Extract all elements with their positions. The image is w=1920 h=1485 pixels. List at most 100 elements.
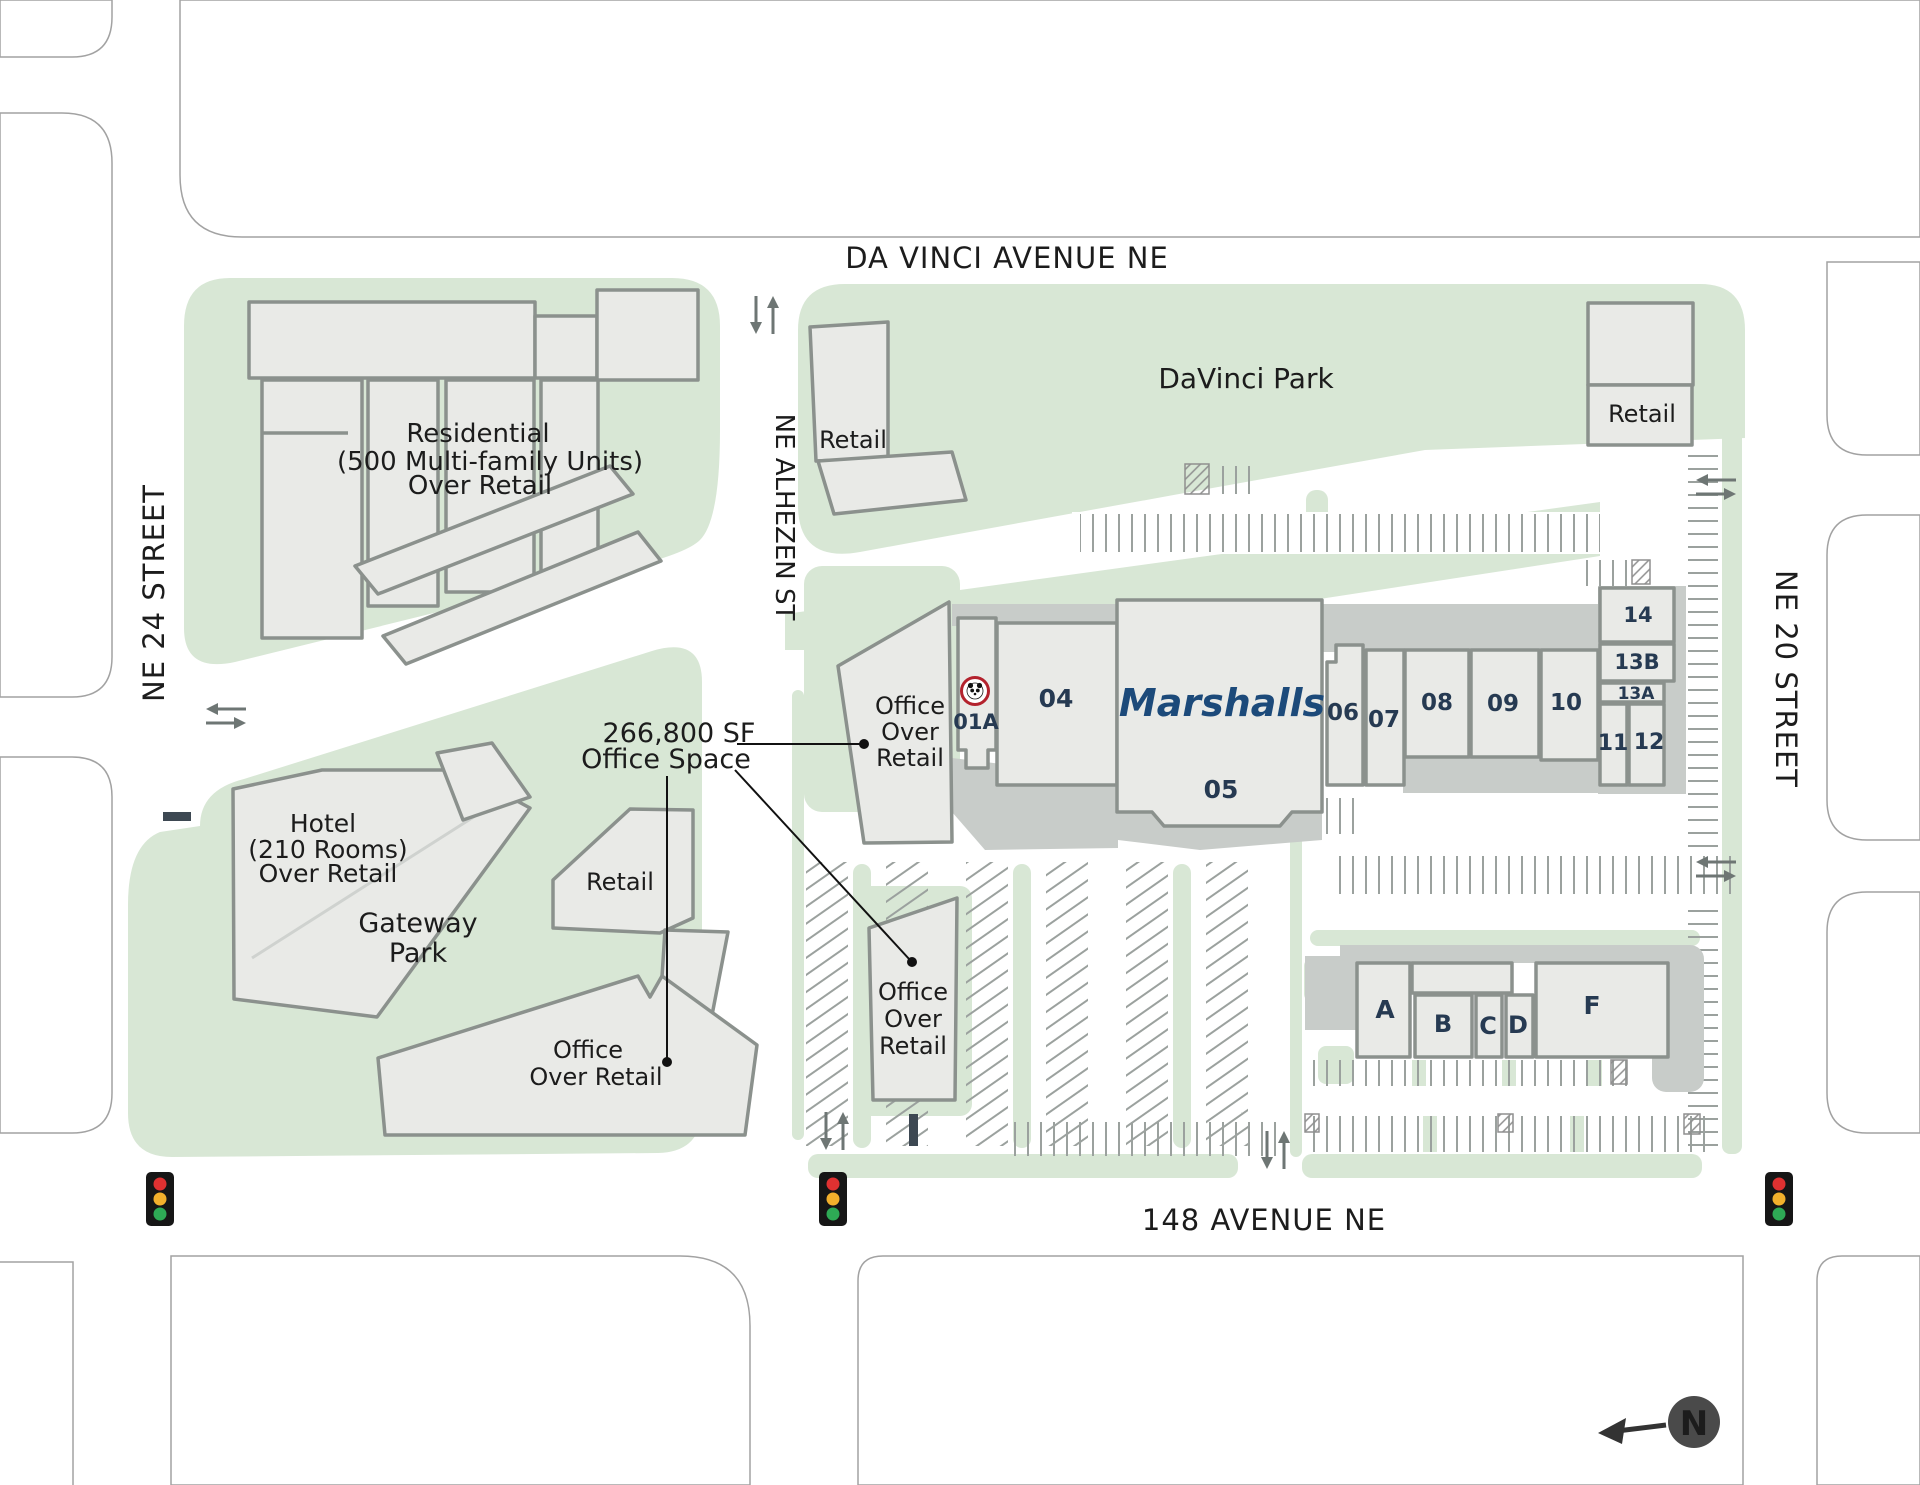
green-band-148-west bbox=[808, 1154, 1238, 1178]
street-label-da-vinci: DA VINCI AVENUE NE bbox=[845, 241, 1169, 275]
unit-label-13b: 13B bbox=[1614, 650, 1659, 674]
unit-label-08: 08 bbox=[1421, 690, 1453, 716]
office-corner-label-1: Office bbox=[875, 692, 945, 720]
residential-building-1 bbox=[247, 300, 537, 380]
street-label-ne24: NE 24 STREET bbox=[137, 484, 171, 702]
hotel-building bbox=[231, 768, 532, 1019]
unit-label-04: 04 bbox=[1039, 684, 1074, 713]
hotel-facade-line bbox=[251, 795, 506, 960]
parking-row-above-shops bbox=[1330, 856, 1732, 894]
hatch-box-below-shops bbox=[1610, 1059, 1628, 1085]
block-south-east bbox=[1816, 1255, 1920, 1485]
green-davinci-park bbox=[798, 284, 1745, 554]
green-strip-shops-top bbox=[1310, 930, 1700, 946]
arrow-ne20-upper-icon bbox=[1696, 474, 1736, 500]
parking-col-ne20-upper bbox=[1688, 448, 1718, 856]
arrow-alhezen-south-icon bbox=[820, 1112, 849, 1150]
retail-mid-building bbox=[551, 807, 695, 935]
parking-row-ne-corner bbox=[1578, 560, 1630, 586]
block-west-lower bbox=[0, 756, 113, 1134]
traffic-signal-icon bbox=[1765, 1172, 1793, 1226]
parking-bay-5 bbox=[1126, 862, 1168, 1146]
block-southwest-corner bbox=[0, 1261, 74, 1485]
unit-label-11: 11 bbox=[1598, 731, 1629, 756]
office-southwest-label-2: Over Retail bbox=[529, 1063, 662, 1091]
hotel-label-1: Hotel bbox=[290, 809, 356, 838]
north-arrow-icon: N bbox=[1598, 1396, 1720, 1448]
pad-label-b: B bbox=[1434, 1010, 1452, 1038]
hotel-label-3: Over Retail bbox=[259, 859, 398, 888]
parking-row-below-shops bbox=[1305, 1060, 1630, 1086]
hotel-label-2: (210 Rooms) bbox=[248, 835, 407, 864]
block-north bbox=[179, 0, 1920, 238]
unit-14-building bbox=[1598, 586, 1676, 644]
unit-06-building bbox=[1325, 643, 1365, 787]
retail-label-northeast: Retail bbox=[1608, 400, 1676, 428]
green-finger-3 bbox=[1173, 864, 1191, 1148]
residential-building-9 bbox=[381, 530, 663, 666]
parking-row-south-central bbox=[1007, 1122, 1287, 1156]
marshalls-logo: Marshalls bbox=[1119, 681, 1325, 725]
unit-11-building bbox=[1598, 702, 1629, 787]
pad-a-building bbox=[1355, 961, 1412, 1059]
driveway-stub-west bbox=[163, 812, 191, 821]
parking-bay-1 bbox=[806, 862, 848, 1146]
unit-04-building bbox=[995, 621, 1119, 787]
street-label-148: 148 AVENUE NE bbox=[1142, 1203, 1386, 1237]
office-southwest-label-1: Office bbox=[553, 1036, 623, 1064]
residential-building-3 bbox=[595, 288, 700, 382]
office-south-label-3: Retail bbox=[879, 1032, 947, 1060]
office-south-label-2: Over bbox=[884, 1005, 942, 1033]
arrow-west-entry-icon bbox=[206, 703, 246, 729]
unit-label-09: 09 bbox=[1487, 691, 1519, 717]
retail-pad-northeast bbox=[1586, 383, 1694, 447]
block-east-middle bbox=[1826, 514, 1920, 841]
traffic-signal-icon bbox=[819, 1172, 847, 1226]
retail-pad-northeast-upper bbox=[1586, 301, 1695, 387]
annotation-label-2: Office Space bbox=[581, 744, 751, 775]
office-over-retail-south bbox=[867, 896, 959, 1102]
park-label-gateway-2: Park bbox=[389, 938, 448, 969]
pad-label-a: A bbox=[1375, 995, 1395, 1024]
pad-b-building bbox=[1413, 993, 1474, 1059]
annotation-label-1: 266,800 SF bbox=[603, 718, 756, 749]
parking-bay-6 bbox=[1206, 862, 1248, 1146]
north-label: N bbox=[1680, 1404, 1708, 1444]
hatch-box-drive bbox=[1184, 463, 1210, 495]
unit-label-12: 12 bbox=[1634, 730, 1665, 755]
office-over-retail-southwest bbox=[376, 974, 759, 1137]
unit-label-01a: 01A bbox=[953, 710, 999, 734]
annotation-leaders bbox=[662, 739, 917, 1067]
pad-f-building bbox=[1534, 961, 1670, 1059]
pad-d-building bbox=[1504, 993, 1535, 1059]
residential-building-2 bbox=[533, 314, 599, 380]
residential-label-3: Over Retail bbox=[408, 471, 552, 501]
arrow-ne20-lower-icon bbox=[1696, 856, 1736, 882]
unit-label-05: 05 bbox=[1204, 775, 1239, 804]
unit-10-building bbox=[1539, 648, 1600, 762]
green-finger-2 bbox=[1013, 864, 1031, 1148]
office-corner-label-3: Retail bbox=[876, 744, 944, 772]
block-west-upper bbox=[0, 112, 113, 698]
arrow-central-south-icon bbox=[1261, 1131, 1290, 1169]
hatch-box-south-1 bbox=[1304, 1113, 1320, 1133]
unit-09-building bbox=[1469, 648, 1541, 759]
unit-13a-building bbox=[1598, 681, 1666, 704]
unit-12-building bbox=[1627, 702, 1666, 787]
office-corner-label-2: Over bbox=[881, 718, 939, 746]
hatch-box-south-3 bbox=[1683, 1113, 1701, 1135]
pad-c-building bbox=[1474, 993, 1504, 1059]
office-south-label-1: Office bbox=[878, 978, 948, 1006]
traffic-signal-icon bbox=[146, 1172, 174, 1226]
residential-building-8 bbox=[353, 464, 635, 596]
residential-label-2: (500 Multi-family Units) bbox=[337, 447, 643, 477]
unit-label-14: 14 bbox=[1623, 603, 1652, 627]
unit-08-building bbox=[1403, 648, 1471, 759]
buildings bbox=[231, 288, 1695, 1137]
hatch-box-south-2 bbox=[1497, 1113, 1514, 1133]
residential-label-1: Residential bbox=[406, 419, 549, 449]
block-east-upper bbox=[1826, 261, 1920, 456]
pad-label-c: C bbox=[1479, 1012, 1497, 1040]
